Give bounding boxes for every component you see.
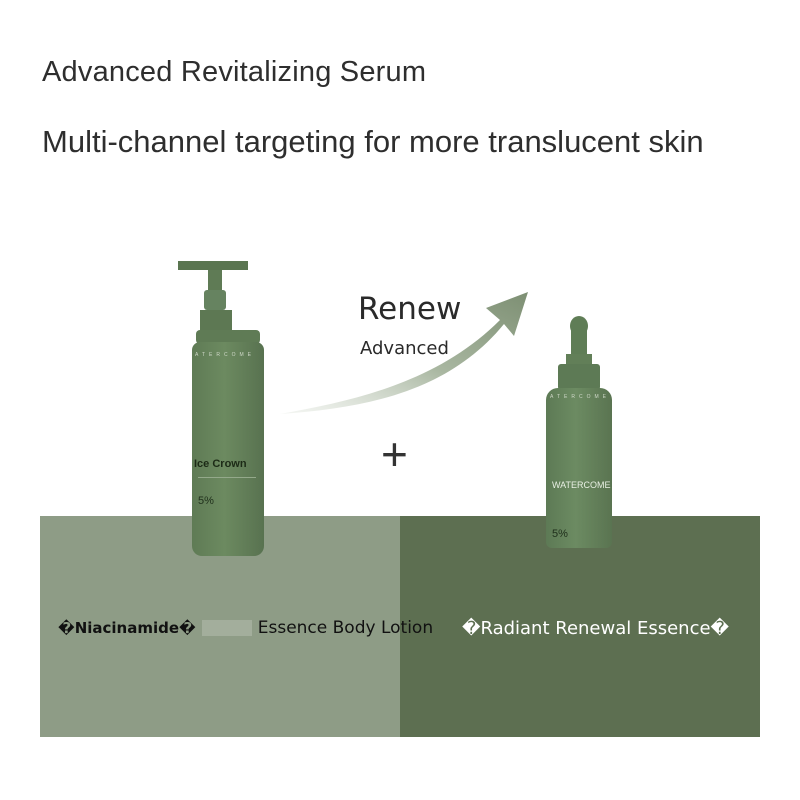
page-subtitle: Multi-channel targeting for more translu… xyxy=(42,124,704,159)
lotion-product-name: Essence Body Lotion xyxy=(257,618,434,638)
dropper-icon xyxy=(558,316,600,390)
right-product-label: �Radiant Renewal Essence� xyxy=(462,618,730,639)
ingredient-label: �Niacinamide� xyxy=(58,619,196,637)
serum-brand: ATERCOME xyxy=(550,394,610,400)
lotion-brand: ATERCOME xyxy=(195,352,255,358)
pump-icon xyxy=(178,261,260,344)
plus-icon: + xyxy=(381,428,408,480)
serum-bottle: ATERCOME WATERCOME 5% xyxy=(540,314,620,554)
left-product-label: �Niacinamide� Essence Body Lotion xyxy=(58,617,433,639)
lotion-divider xyxy=(198,477,256,492)
blurred-text xyxy=(201,619,252,636)
lotion-name: Ice Crown xyxy=(194,458,247,470)
advanced-label: Advanced xyxy=(360,338,449,359)
lotion-percent: 5% xyxy=(198,495,214,507)
page-title: Advanced Revitalizing Serum xyxy=(42,56,427,88)
serum-percent: 5% xyxy=(552,528,568,540)
lotion-bottle: ATERCOME Ice Crown 5% xyxy=(176,258,268,558)
renew-label: Renew xyxy=(358,291,462,327)
serum-name: WATERCOME xyxy=(552,480,611,490)
right-panel xyxy=(400,516,760,737)
